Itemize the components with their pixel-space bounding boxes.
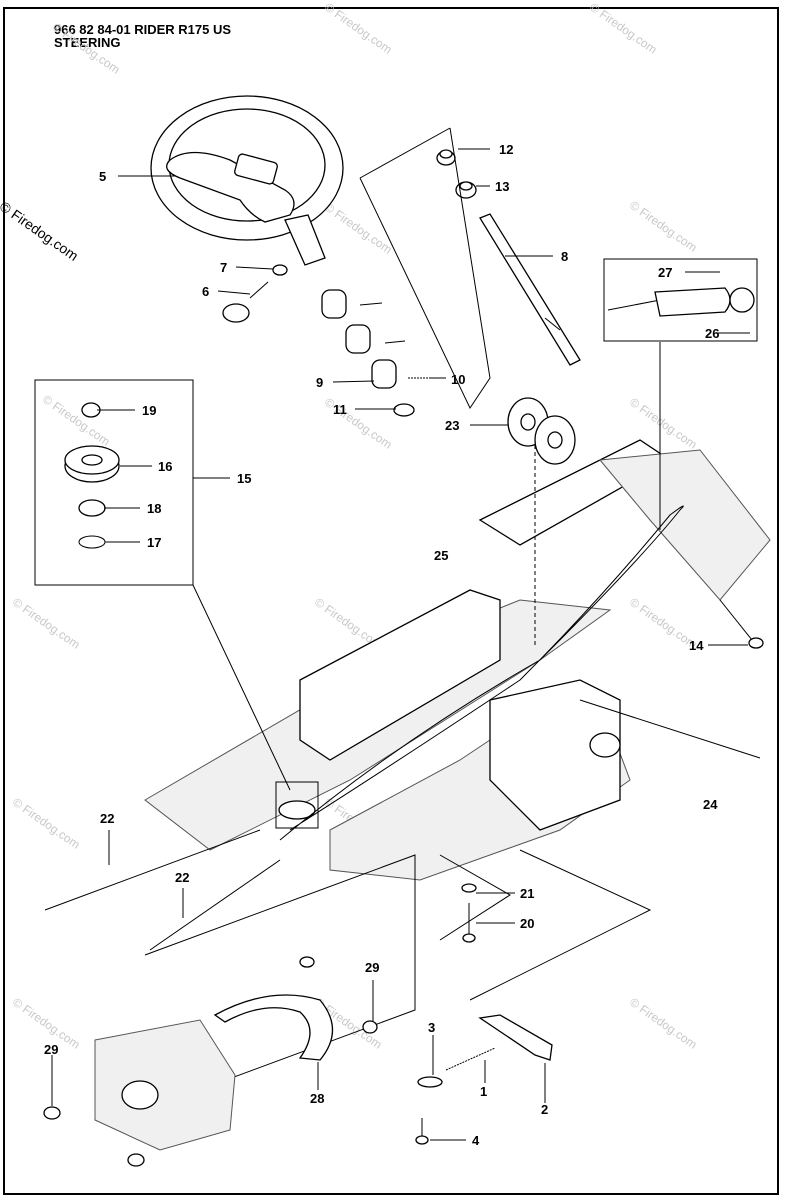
callout-17: 17 <box>147 535 161 550</box>
rod-22a <box>44 829 261 911</box>
callout-12: 12 <box>499 142 513 157</box>
detail-box-15 <box>34 379 194 586</box>
callout-27: 27 <box>658 265 672 280</box>
pulley-assembly <box>64 402 120 549</box>
callout-28: 28 <box>310 1091 324 1106</box>
rod-22b <box>149 859 281 951</box>
callout-24: 24 <box>703 797 718 812</box>
callout-2: 2 <box>541 1102 548 1117</box>
callout-23: 23 <box>445 418 459 433</box>
callout-16: 16 <box>158 459 172 474</box>
callout-20: 20 <box>520 916 534 931</box>
callout-3: 3 <box>428 1020 435 1035</box>
spring-1 <box>445 1047 496 1071</box>
callout-4: 4 <box>472 1133 480 1148</box>
callout-9: 9 <box>316 375 323 390</box>
callout-18: 18 <box>147 501 161 516</box>
callout-1: 1 <box>480 1084 487 1099</box>
callout-25: 25 <box>434 548 448 563</box>
pulleys-23 <box>507 397 576 465</box>
steering-wheel <box>150 95 344 266</box>
diagram-title: 966 82 84-01 RIDER R175 US <box>54 22 232 37</box>
callout-7: 7 <box>220 260 227 275</box>
cable-connector <box>607 287 755 317</box>
callout-11: 11 <box>333 402 347 417</box>
link-3 <box>417 1076 443 1088</box>
bolt-4 <box>415 1118 429 1145</box>
callout-6: 6 <box>202 284 209 299</box>
gearbox <box>94 1019 236 1151</box>
diagram-frame <box>3 7 779 1195</box>
collar-parts <box>321 289 430 417</box>
detail-box-26-27 <box>603 258 758 342</box>
callout-29b: 29 <box>365 960 379 975</box>
bolt-14 <box>719 599 764 649</box>
pin-parts <box>222 264 288 323</box>
callout-15: 15 <box>237 471 251 486</box>
callout-19: 19 <box>142 403 156 418</box>
leader-lines <box>51 148 750 1141</box>
callout-22a: 22 <box>100 811 114 826</box>
plate-2 <box>478 1014 553 1061</box>
callout-5: 5 <box>99 169 106 184</box>
callout-22b: 22 <box>175 870 189 885</box>
steering-shaft <box>479 213 581 366</box>
callout-13: 13 <box>495 179 509 194</box>
callouts: 5 7 6 12 13 8 9 10 11 23 19 16 18 17 15 … <box>44 142 719 1148</box>
frame <box>144 439 771 881</box>
bushing-12 <box>436 149 456 166</box>
callout-10: 10 <box>451 372 465 387</box>
callout-29a: 29 <box>44 1042 58 1057</box>
diagram-subtitle: STEERING <box>54 35 121 50</box>
bolt-20 <box>462 903 476 943</box>
steering-bracket <box>213 994 333 1061</box>
callout-8: 8 <box>561 249 568 264</box>
callout-14: 14 <box>689 638 704 653</box>
washer-21 <box>461 883 477 893</box>
callout-26: 26 <box>705 326 719 341</box>
callout-21: 21 <box>520 886 534 901</box>
